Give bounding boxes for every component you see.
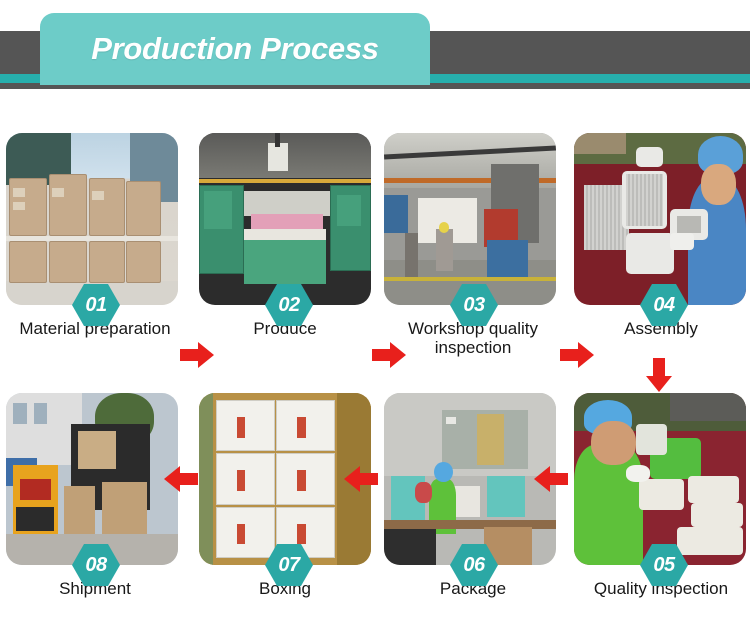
step-photo-quality-inspection xyxy=(574,393,746,565)
arrow-step-03-to-04 xyxy=(560,342,594,368)
process-step-01[interactable]: 01 Material preparation xyxy=(0,133,190,365)
step-number-03: 03 xyxy=(463,293,485,316)
process-row-top: 01 Material preparation xyxy=(0,133,750,368)
step-badge-02: 02 xyxy=(265,284,313,326)
step-badge-05: 05 xyxy=(640,544,688,586)
process-step-07[interactable]: 07 Boxing xyxy=(190,393,380,625)
arrow-step-02-to-03 xyxy=(372,342,406,368)
step-photo-workshop-quality-inspection xyxy=(384,133,556,305)
step-label-06: Package xyxy=(439,579,507,598)
step-badge-03: 03 xyxy=(450,284,498,326)
step-label-04: Assembly xyxy=(624,319,698,338)
step-photo-boxing xyxy=(199,393,371,565)
step-badge-04: 04 xyxy=(640,284,688,326)
step-number-04: 04 xyxy=(653,293,675,316)
step-number-07: 07 xyxy=(278,553,300,576)
step-number-01: 01 xyxy=(85,293,107,316)
arrow-step-01-to-02 xyxy=(180,342,214,368)
step-badge-07: 07 xyxy=(265,544,313,586)
step-label-03: Workshop quality inspection xyxy=(407,319,539,357)
step-number-08: 08 xyxy=(85,553,107,576)
step-number-06: 06 xyxy=(463,553,485,576)
step-badge-06: 06 xyxy=(450,544,498,586)
process-row-bottom: 08 Shipment xyxy=(0,393,750,625)
step-photo-produce xyxy=(199,133,371,305)
process-step-03[interactable]: 03 Workshop quality inspection xyxy=(378,133,568,365)
step-number-05: 05 xyxy=(653,553,675,576)
arrow-step-05-to-06 xyxy=(534,466,568,492)
step-label-01: Material preparation xyxy=(19,319,171,338)
step-number-02: 02 xyxy=(278,293,300,316)
step-badge-08: 08 xyxy=(72,544,120,586)
step-photo-assembly xyxy=(574,133,746,305)
process-step-06[interactable]: 06 Package xyxy=(378,393,568,625)
process-step-05[interactable]: 05 Quality inspection xyxy=(566,393,750,625)
step-label-05: Quality inspection xyxy=(593,579,729,598)
step-photo-material-preparation xyxy=(6,133,178,305)
process-step-02[interactable]: 02 Produce xyxy=(190,133,380,365)
arrow-step-06-to-07 xyxy=(344,466,378,492)
arrow-step-04-to-05 xyxy=(646,358,672,392)
step-label-08: Shipment xyxy=(59,579,131,598)
process-step-04[interactable]: 04 Assembly xyxy=(566,133,750,365)
page-title: Production Process xyxy=(91,31,379,66)
process-step-08[interactable]: 08 Shipment xyxy=(0,393,190,625)
header: Production Process xyxy=(0,0,750,96)
arrow-step-07-to-08 xyxy=(164,466,198,492)
step-photo-package xyxy=(384,393,556,565)
step-photo-shipment xyxy=(6,393,178,565)
header-gray-foot xyxy=(0,83,750,89)
header-title-plate: Production Process xyxy=(40,13,430,85)
step-badge-01: 01 xyxy=(72,284,120,326)
